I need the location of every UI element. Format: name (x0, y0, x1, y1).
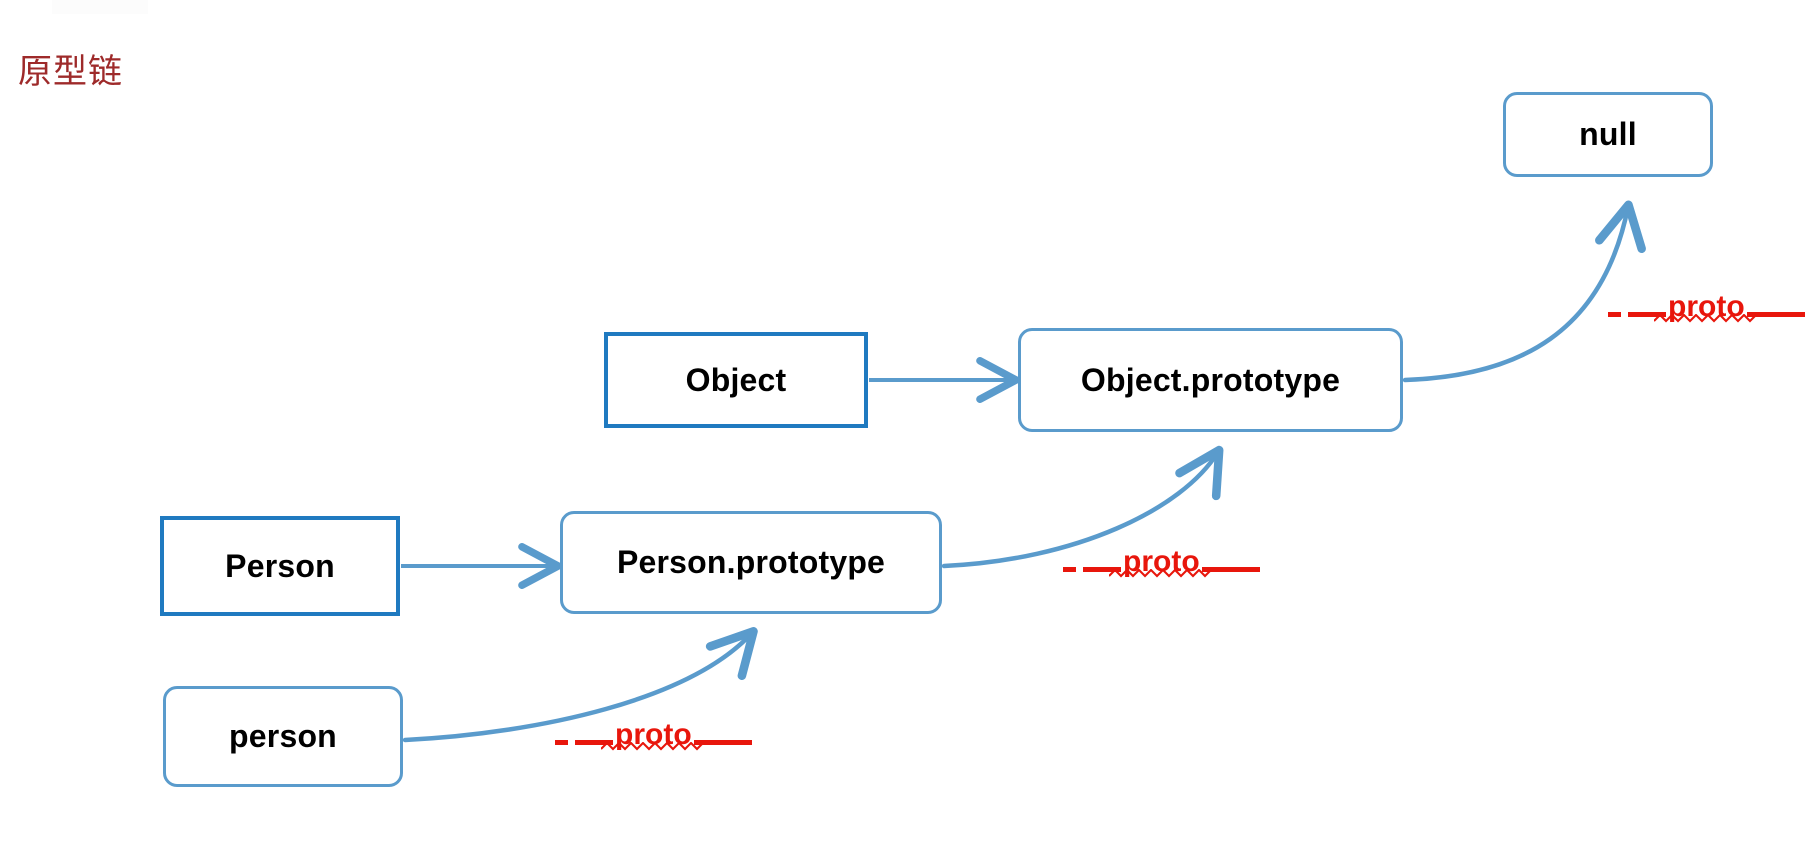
page-title: 原型链 (18, 53, 123, 91)
proto-underscore-right (1746, 312, 1805, 317)
spellcheck-squiggle-icon (1109, 569, 1213, 578)
proto-underscore-left (1063, 567, 1121, 572)
node-label: Person.prototype (616, 544, 886, 580)
node-label: Person (225, 547, 335, 584)
proto-underscore-right (693, 740, 752, 745)
proto-label-middle: proto (1063, 545, 1260, 578)
spellcheck-squiggle-icon (1654, 314, 1758, 323)
proto-underscore-left (1608, 312, 1666, 317)
proto-underscore-left (555, 740, 613, 745)
proto-label-top: proto (1608, 290, 1805, 323)
node-person-instance[interactable]: person (163, 686, 403, 787)
node-null[interactable]: null (1503, 92, 1713, 177)
node-label: null (1579, 116, 1637, 152)
spellcheck-squiggle-icon (601, 742, 705, 751)
proto-underscore-right (1201, 567, 1260, 572)
node-person-prototype[interactable]: Person.prototype (560, 511, 942, 614)
node-label: person (229, 718, 337, 754)
edge-object-prototype-to-null (1402, 200, 1646, 383)
node-object[interactable]: Object (604, 332, 868, 428)
proto-label-bottom: proto (555, 718, 752, 751)
scan-artifact (52, 0, 148, 14)
node-person[interactable]: Person (160, 516, 400, 616)
node-label: Object.prototype (1080, 361, 1341, 398)
node-object-prototype[interactable]: Object.prototype (1018, 328, 1403, 432)
node-label: Object (685, 361, 787, 398)
